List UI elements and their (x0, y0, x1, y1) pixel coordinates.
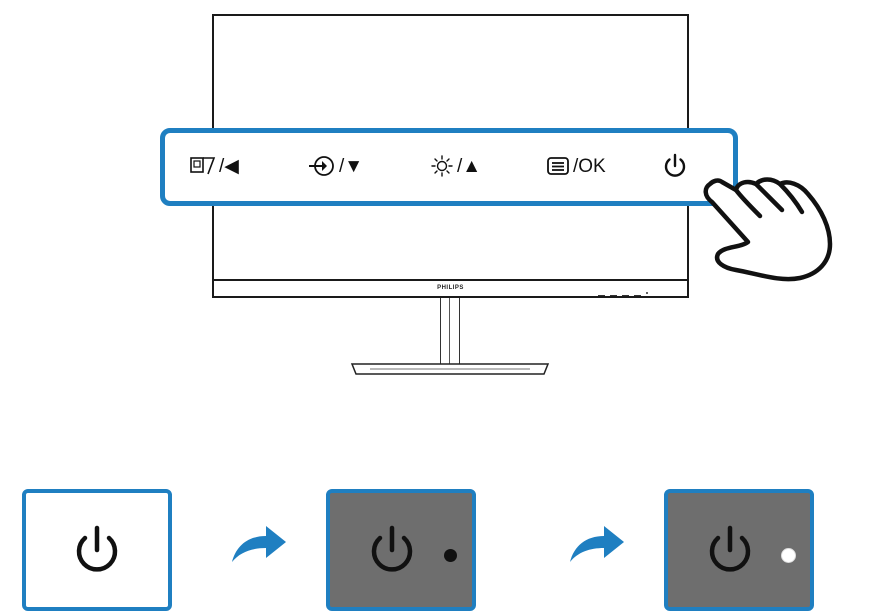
power-icon (76, 525, 118, 572)
power-panel-off (22, 489, 172, 611)
power-icon (710, 525, 751, 572)
curved-arrow-icon (232, 526, 286, 562)
mini-button (598, 292, 605, 296)
smartimage-icon (190, 155, 216, 177)
monitor-stand-neck (440, 298, 460, 364)
menu-ok-label: /OK (573, 155, 606, 177)
input-down-button[interactable]: /▼ (308, 150, 363, 182)
standby-led-dot (444, 549, 457, 562)
curved-arrow-icon (570, 526, 624, 562)
monitor-bezel-line (212, 279, 689, 281)
smartimage-left-button[interactable]: /◀ (190, 150, 239, 182)
mini-button (622, 292, 629, 296)
menu-icon (546, 155, 570, 177)
input-icon (308, 154, 336, 178)
power-button[interactable] (662, 150, 688, 182)
power-icon (372, 525, 413, 572)
monitor-stand-base (350, 363, 550, 375)
power-panel-standby (326, 489, 476, 611)
mini-button (610, 292, 617, 296)
power-panel-on (664, 489, 814, 611)
smartimage-left-label: /◀ (219, 155, 239, 177)
monitor-stand-center-line (449, 298, 450, 364)
pointing-hand-icon (703, 177, 833, 282)
mini-button (634, 292, 641, 296)
input-down-label: /▼ (339, 155, 364, 177)
brand-logo: PHILIPS (437, 285, 464, 291)
power-icon (662, 152, 688, 180)
mini-power-led (646, 292, 648, 294)
brightness-icon (430, 154, 454, 178)
brightness-up-button[interactable]: /▲ (430, 150, 481, 182)
controls-callout (160, 128, 738, 206)
brightness-up-label: /▲ (457, 155, 482, 177)
monitor-mini-buttons (598, 292, 648, 296)
on-led-dot (782, 549, 795, 562)
menu-ok-button[interactable]: /OK (546, 150, 606, 182)
